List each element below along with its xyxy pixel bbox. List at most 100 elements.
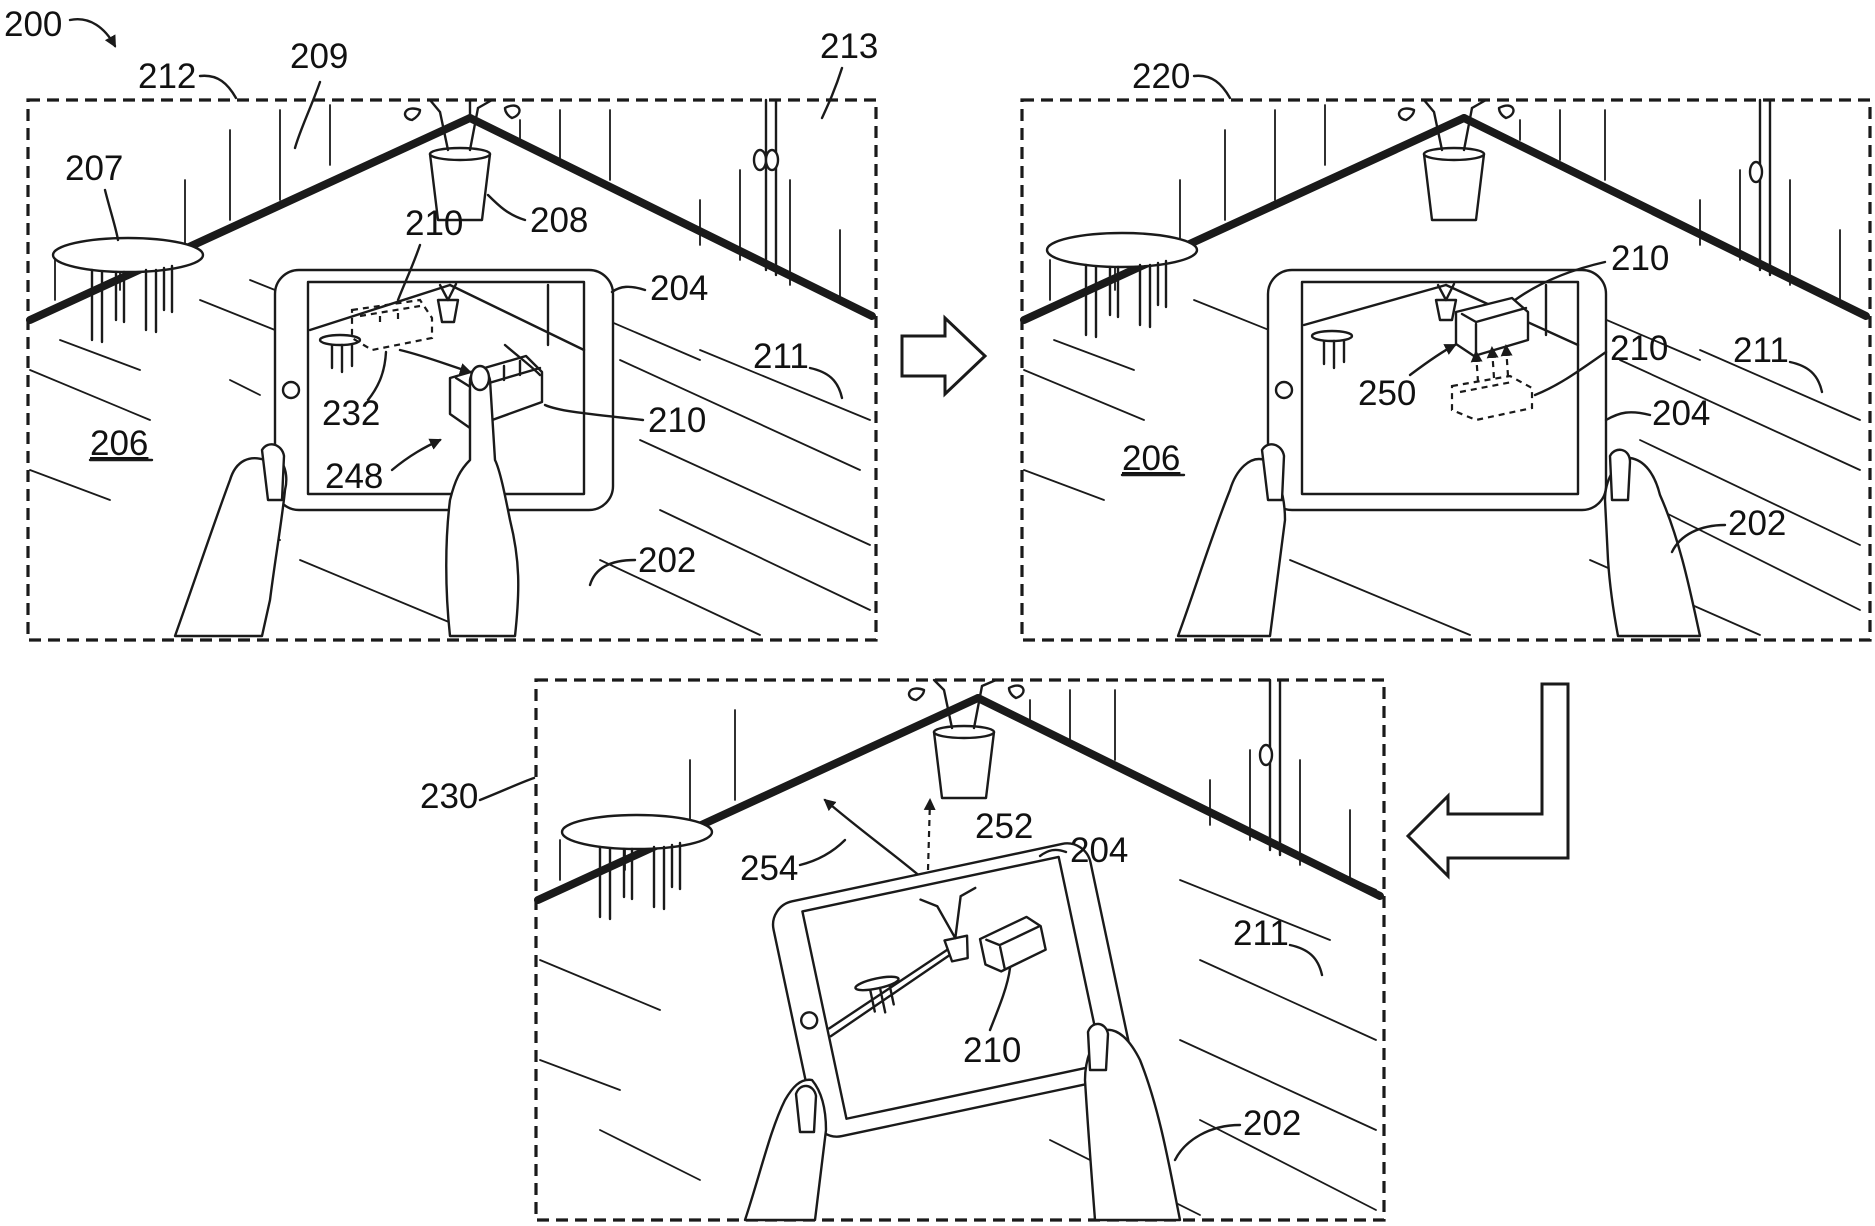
panel-220: 220 206 211 [1020, 57, 1872, 642]
table-leg [652, 845, 666, 911]
table-leg [670, 841, 682, 891]
leader-floor [808, 366, 844, 400]
screen-plant-stems [1436, 282, 1456, 302]
label-floor: 211 [1233, 914, 1289, 953]
leader-floor [1788, 360, 1824, 394]
label-drag-path: 248 [325, 457, 383, 496]
plant-pot-rim [1422, 146, 1486, 162]
tablet-home-button [799, 1011, 819, 1030]
frame-label: 212 [138, 57, 196, 96]
label-device: 204 [1652, 394, 1710, 433]
sofa-ghost-back [1459, 380, 1513, 394]
label-floor: 211 [753, 337, 809, 376]
plant-leaf-icon [1497, 104, 1515, 120]
label-plant: 208 [530, 201, 588, 240]
label-device: 204 [650, 269, 708, 308]
frame-label: 220 [1132, 57, 1190, 96]
table-leg [622, 847, 634, 901]
leader-virtual-object-top [1513, 260, 1607, 302]
plant-leaf-icon [1007, 684, 1025, 700]
leader-device [1038, 848, 1068, 858]
screen-plant-pot [436, 298, 460, 324]
door-knob-icon [764, 148, 780, 172]
wall-base-right [466, 114, 876, 320]
label-virtual-object-top: 210 [1611, 239, 1669, 278]
leader-virtual-object-ghost [1533, 350, 1608, 397]
table [560, 813, 714, 851]
tilt-arrow [923, 798, 936, 871]
leader-user [1173, 1123, 1242, 1162]
virtual-sofa-front [998, 945, 1006, 970]
frame-label-leader [478, 776, 536, 802]
label-tilt-motion: 252 [975, 807, 1033, 846]
leader-virtual-object-screen [543, 403, 645, 422]
screen-table [318, 333, 362, 347]
left-thumb [260, 443, 286, 502]
panel-212: 212 207 [26, 27, 878, 642]
figure-label: 200 [4, 5, 62, 44]
tablet-group [771, 842, 1133, 1138]
plant-stems [1422, 98, 1488, 152]
screen-wall-line [1302, 283, 1448, 327]
plant-leaf-icon [503, 104, 521, 120]
label-room: 206 [90, 424, 148, 463]
plant-pot-rim [428, 146, 492, 162]
screen-plant-stems [919, 886, 977, 940]
label-wall: 209 [290, 37, 348, 76]
door-knob-icon [752, 148, 768, 172]
table-leg [1156, 259, 1168, 309]
sofa-ghost-outline [1450, 374, 1534, 422]
wall-base-left [26, 114, 474, 324]
leader-device [1604, 411, 1652, 422]
frame-label-leader [1192, 74, 1232, 100]
leader-drag-path [390, 438, 442, 472]
wall-base-left [1020, 114, 1468, 324]
leader-virtual-object [988, 966, 1012, 1032]
leader-table [103, 188, 120, 242]
lift-arrow [1470, 350, 1483, 383]
virtual-sofa-seat [985, 925, 1040, 947]
left-thumb [794, 1084, 818, 1134]
wall-base-right [1460, 114, 1870, 320]
screen-wall-line [829, 945, 963, 1038]
leader-lift-motion [1408, 343, 1457, 377]
panel-frame [1020, 98, 1872, 642]
table [1045, 231, 1199, 269]
leader-user [588, 558, 637, 587]
screen-wall-line [828, 940, 962, 1030]
frame-label: 230 [420, 777, 478, 816]
plant-pot [1422, 152, 1486, 222]
label-user: 202 [1243, 1104, 1301, 1143]
right-thumb [1086, 1022, 1110, 1072]
leader-door [820, 66, 844, 120]
table-leg [1138, 263, 1152, 329]
table-leg [1108, 265, 1120, 319]
leader-floor [1288, 943, 1324, 977]
plant-stems [428, 98, 494, 152]
pan-arrow [823, 798, 924, 880]
screen-plant-pot [1434, 298, 1458, 322]
label-device: 204 [1070, 831, 1128, 870]
door-knob-icon [1748, 160, 1764, 184]
tablet-home-button [281, 380, 301, 400]
left-thumb [1260, 443, 1286, 502]
label-virtual-object-screen: 210 [648, 401, 706, 440]
plant-pot [932, 730, 996, 800]
drag-arrow [398, 348, 472, 375]
sequence-arrow-down-left [1405, 682, 1570, 880]
leader-device [610, 285, 647, 294]
screen-wall-line [308, 283, 452, 332]
label-room: 206 [1122, 439, 1180, 478]
plant-leaf-icon [1397, 107, 1416, 122]
label-door: 213 [820, 27, 878, 66]
table-leg [114, 270, 126, 324]
plant-leaf-icon [907, 687, 926, 702]
screen-table-legs [330, 343, 354, 374]
label-user: 202 [638, 541, 696, 580]
label-virtual-object: 210 [963, 1031, 1021, 1070]
label-virtual-object: 210 [405, 204, 463, 243]
panel-230: 230 211 252 254 [420, 678, 1386, 1222]
plant-stems [932, 678, 998, 730]
sofa-ghost-outline [350, 298, 434, 352]
label-floor: 211 [1733, 331, 1789, 370]
